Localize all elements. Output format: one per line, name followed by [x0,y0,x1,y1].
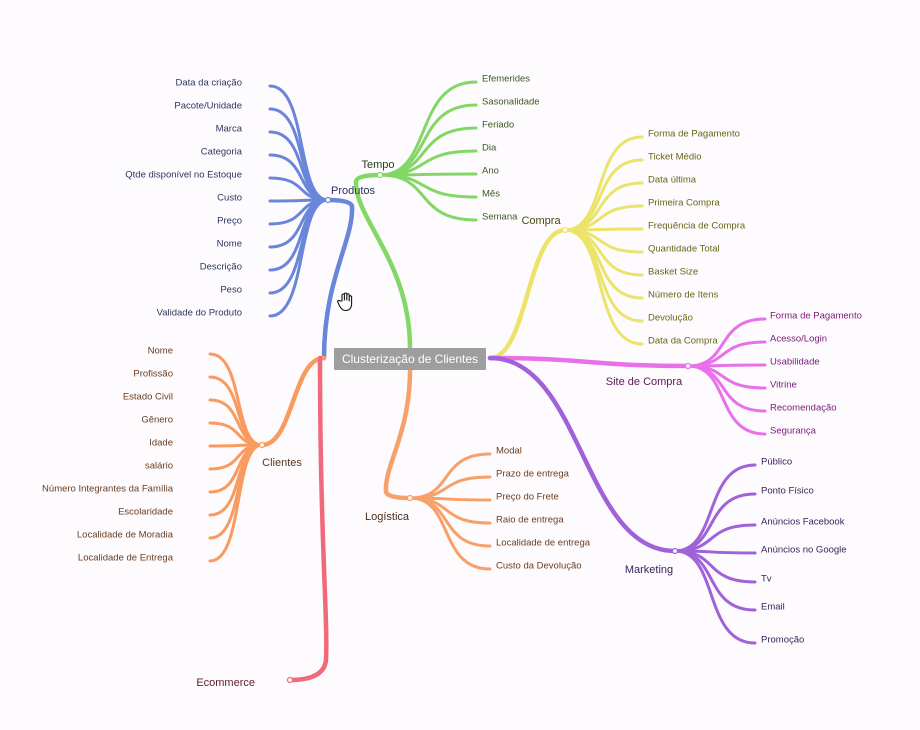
leaf-clientes-4[interactable]: Idade [149,438,173,449]
leaf-clientes-9[interactable]: Localidade de Entrega [78,553,174,564]
leaf-logistica-1[interactable]: Prazo de entrega [496,469,570,480]
branch-label-clientes[interactable]: Clientes [262,457,302,469]
leaf-clientes-2[interactable]: Estado Civil [123,392,173,403]
branch-label-marketing[interactable]: Marketing [625,564,673,576]
leaf-compra-6[interactable]: Basket Size [648,267,698,278]
leaf-produtos-3[interactable]: Categoria [201,147,243,158]
edge-compra-9 [563,228,644,346]
leaf-compra-1[interactable]: Ticket Médio [648,152,702,163]
leaf-marketing-4[interactable]: Tv [761,574,772,585]
edge-compra [487,227,568,361]
leaf-compra-9[interactable]: Data da Compra [648,336,718,347]
leaf-produtos-0[interactable]: Data da criação [175,78,242,89]
leaf-produtos-2[interactable]: Marca [216,124,243,135]
edge-marketing-6 [673,549,757,645]
edge-marketing-0 [673,463,757,553]
branch-label-produtos[interactable]: Produtos [331,185,376,197]
edge-clientes-9 [208,443,264,563]
leaf-clientes-5[interactable]: salário [145,461,173,472]
leaf-logistica-0[interactable]: Modal [496,446,522,457]
edge-marketing [487,355,678,554]
leaf-clientes-1[interactable]: Profissão [133,369,173,380]
leaf-tempo-0[interactable]: Efemerides [482,74,530,85]
leaf-produtos-6[interactable]: Preço [217,216,242,227]
leaf-marketing-6[interactable]: Promoção [761,635,804,646]
leaf-site-5[interactable]: Segurança [770,426,817,437]
leaf-logistica-4[interactable]: Localidade de entrega [496,538,591,549]
leaf-produtos-5[interactable]: Custo [217,193,242,204]
edge-ecommerce [287,355,329,683]
edge-produtos-10 [268,198,330,318]
leaf-site-0[interactable]: Forma de Pagamento [770,311,862,322]
edge-compra-7 [563,228,644,300]
leaf-produtos-9[interactable]: Peso [220,285,242,296]
hub-produtos [324,196,332,204]
leaf-site-4[interactable]: Recomendação [770,403,837,414]
leaf-compra-3[interactable]: Primeira Compra [648,198,721,209]
leaf-tempo-6[interactable]: Semana [482,212,518,223]
edge-logistica-1 [408,475,492,500]
leaf-marketing-0[interactable]: Público [761,457,792,468]
leaf-clientes-8[interactable]: Localidade de Moradia [77,530,174,541]
hub-marketing [671,547,679,555]
hub-tempo [376,171,384,179]
edge-clientes [259,355,327,448]
hand-cursor-icon [337,292,353,312]
leaf-produtos-4[interactable]: Qtde disponível no Estoque [125,170,242,181]
edge-logistica-5 [408,496,492,571]
leaf-marketing-5[interactable]: Email [761,602,785,613]
hub-logistica [406,494,414,502]
leaf-compra-5[interactable]: Quantidade Total [648,244,720,255]
branch-label-logistica[interactable]: Logística [365,511,410,523]
leaf-tempo-4[interactable]: Ano [482,166,499,177]
leaf-marketing-3[interactable]: Anúncios no Google [761,545,847,556]
leaf-marketing-1[interactable]: Ponto Físico [761,486,814,497]
leaf-logistica-5[interactable]: Custo da Devolução [496,561,582,572]
branch-label-site[interactable]: Site de Compra [606,376,683,388]
leaf-compra-2[interactable]: Data última [648,175,697,186]
leaf-site-3[interactable]: Vitrine [770,380,797,391]
leaf-logistica-3[interactable]: Raio de entrega [496,515,564,526]
leaf-compra-4[interactable]: Frequência de Compra [648,221,746,232]
edge-compra-1 [563,158,644,232]
hub-compra [561,226,569,234]
leaf-logistica-2[interactable]: Preço do Frete [496,492,559,503]
leaf-clientes-0[interactable]: Nome [148,346,173,357]
root-node[interactable]: Clusterização de Clientes [334,348,486,370]
mind-map-labels: Produtos Data da criaçãoPacote/UnidadeMar… [42,74,862,689]
leaf-marketing-2[interactable]: Anúncios Facebook [761,517,845,528]
leaf-produtos-7[interactable]: Nome [217,239,242,250]
leaf-clientes-7[interactable]: Escolaridade [118,507,173,518]
leaf-clientes-6[interactable]: Número Integrantes da Família [42,484,174,495]
edge-marketing-4 [673,549,757,584]
leaf-tempo-2[interactable]: Feriado [482,120,514,131]
branch-label-compra[interactable]: Compra [521,215,561,227]
leaf-produtos-8[interactable]: Descrição [200,262,242,273]
edge-produtos [321,197,355,361]
leaf-clientes-3[interactable]: Gênero [141,415,173,426]
edge-tempo [353,172,413,351]
hub-site [684,362,692,370]
leaf-tempo-1[interactable]: Sasonalidade [482,97,540,108]
leaf-site-1[interactable]: Acesso/Login [770,334,827,345]
leaf-produtos-1[interactable]: Pacote/Unidade [174,101,242,112]
leaf-compra-8[interactable]: Devolução [648,313,693,324]
branch-label-tempo[interactable]: Tempo [361,159,394,171]
leaf-site-2[interactable]: Usabilidade [770,357,820,368]
leaf-tempo-3[interactable]: Dia [482,143,497,154]
hub-clientes [258,441,266,449]
edge-tempo-5 [378,173,478,199]
leaf-compra-7[interactable]: Número de Itens [648,290,718,301]
mind-map-edges [208,80,767,684]
leaf-tempo-5[interactable]: Mês [482,189,500,200]
edge-site [487,355,691,369]
leaf-produtos-10[interactable]: Validade do Produto [157,308,242,319]
edge-logistica [383,367,413,501]
hub-ecommerce [286,676,294,684]
edge-site-5 [686,364,767,436]
leaf-compra-0[interactable]: Forma de Pagamento [648,129,740,140]
branch-label-ecommerce[interactable]: Ecommerce [196,677,255,689]
edge-tempo-6 [378,173,478,222]
